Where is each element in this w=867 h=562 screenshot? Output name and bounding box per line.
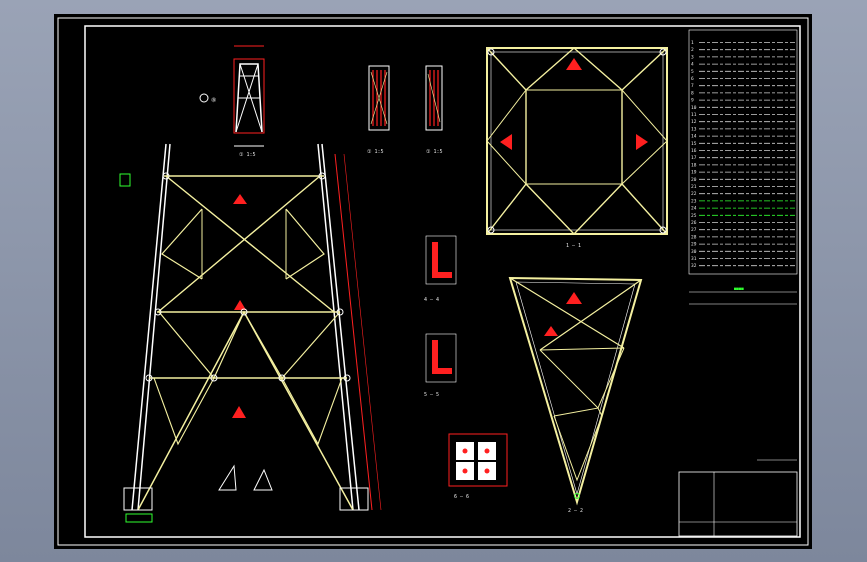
title-block: [678, 459, 798, 537]
triangle-view-label: 2 — 2: [568, 508, 583, 514]
angle-b-label: 5 — 5: [424, 392, 439, 398]
angle-a-label: 4 — 4: [424, 297, 439, 303]
base-plate-label: 6 — 6: [454, 494, 469, 500]
table-row-number: 6: [691, 76, 694, 82]
table-row-number: 13: [691, 126, 697, 132]
svg-text:■■■■: ■■■■: [734, 286, 744, 291]
table-row-number: 7: [691, 83, 694, 89]
table-row-number: 30: [691, 249, 697, 255]
detail-b-tag: ① 1:5: [426, 149, 443, 155]
table-row-number: 3: [691, 54, 694, 60]
outer-border: [57, 17, 809, 546]
table-row-number: 18: [691, 162, 697, 168]
table-row-number: 2: [691, 47, 694, 53]
table-row-number: 4: [691, 62, 694, 68]
table-row-number: 27: [691, 227, 697, 233]
detail-a-tag: ① 1:5: [367, 149, 384, 155]
table-row-number: 22: [691, 191, 697, 197]
notes-table: ■■■■: [689, 286, 797, 305]
table-row-number: 5: [691, 69, 694, 75]
table-row-number: 20: [691, 177, 697, 183]
table-row-number: 9: [691, 98, 694, 104]
table-row-number: 21: [691, 184, 697, 190]
table-row-number: 14: [691, 134, 697, 140]
table-row-number: 17: [691, 155, 697, 161]
inner-border: [84, 25, 801, 538]
triangle-view: [508, 276, 643, 506]
plan-view-label: 1 — 1: [566, 243, 581, 249]
angle-section-a: [425, 235, 457, 285]
plate-ref-callout: ⑧: [211, 97, 216, 104]
gusset-details: [218, 464, 273, 491]
table-row-number: 10: [691, 105, 697, 111]
table-row-number: 31: [691, 256, 697, 262]
cad-drawing: ⑧ ① 1:5 ① 1:5 ① 1:5: [57, 17, 809, 546]
table-row-number: 24: [691, 206, 697, 212]
mini-tower-elevation: [199, 45, 265, 147]
table-row-number: 25: [691, 213, 697, 219]
angle-section-b: [425, 333, 457, 383]
table-row-number: 1: [691, 40, 694, 46]
table-row-number: 26: [691, 220, 697, 226]
table-row-number: 12: [691, 119, 697, 125]
tower-elevation: [119, 143, 382, 523]
drawing-sheet: ⑧ ① 1:5 ① 1:5 ① 1:5: [54, 14, 812, 549]
table-row-number: 15: [691, 141, 697, 147]
member-detail-a: [368, 65, 390, 131]
table-row-number: 32: [691, 263, 697, 269]
base-plate-detail: [448, 433, 508, 487]
table-row-number: 19: [691, 170, 697, 176]
member-detail-b: [425, 65, 443, 131]
mini-elevation-tag: ① 1:5: [239, 152, 256, 158]
table-row-number: 16: [691, 148, 697, 154]
table-row-number: 28: [691, 234, 697, 240]
plan-view: [486, 47, 668, 236]
table-row-number: 29: [691, 242, 697, 248]
parts-table: 1234567891011121314151617181920212223242…: [688, 29, 798, 275]
table-row-number: 23: [691, 198, 697, 204]
table-row-number: 8: [691, 90, 694, 96]
table-row-number: 11: [691, 112, 697, 118]
